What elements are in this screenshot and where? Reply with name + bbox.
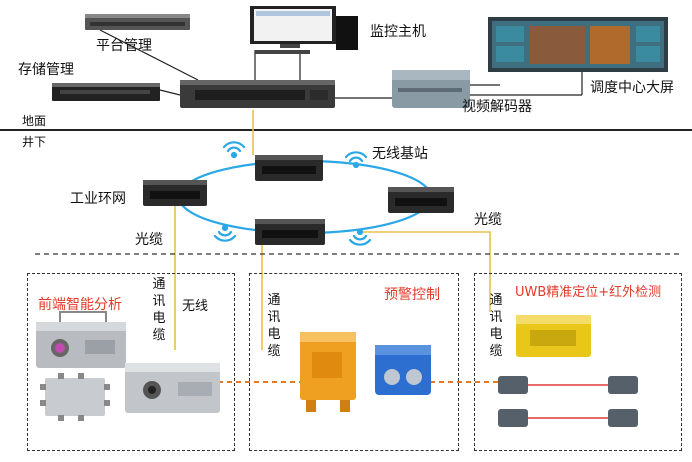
alarm-control-box: [249, 273, 459, 451]
video-decoder-icon: [392, 70, 470, 108]
platform-server-icon: [85, 14, 190, 30]
underground-label: 井下: [22, 135, 47, 149]
industrial-ring-label: 工业环网: [70, 191, 126, 207]
wifi-icon: [348, 228, 372, 246]
ring-switch-right-icon: [388, 187, 454, 213]
front-analysis-wireless-label: 无线: [181, 299, 208, 314]
video-wall-icon: [488, 17, 668, 72]
dispatch-screen-label: 调度中心大屏: [590, 80, 674, 96]
platform-mgmt-label: 平台管理: [96, 38, 152, 54]
uwb-base-icon: [516, 315, 591, 357]
wifi-icon: [213, 224, 237, 242]
wifi-icon: [222, 141, 246, 159]
uwb-title: UWB精准定位+红外检测: [515, 285, 662, 300]
front-analysis-cable-label: 通讯电缆: [152, 277, 166, 343]
fiber-label-left: 光缆: [135, 232, 163, 248]
uwb-box: [474, 273, 682, 451]
analysis-camera-small-icon: [125, 363, 220, 413]
wireless-bs-label: 无线基站: [372, 146, 428, 162]
alarm-control-cable-label: 通讯电缆: [267, 293, 281, 359]
junction-box-icon: [40, 373, 110, 421]
front-analysis-title: 前端智能分析: [38, 297, 122, 313]
alarm-cabinet-icon: [300, 332, 356, 412]
storage-mgmt-label: 存储管理: [18, 62, 74, 78]
fiber-label-right: 光缆: [474, 212, 502, 228]
ring-switch-bottom-icon: [255, 219, 325, 245]
ring-switch-top-icon: [255, 155, 323, 181]
core-switch-icon: [180, 80, 335, 108]
ring-switch-left-icon: [143, 180, 207, 206]
alarm-control-title: 预警控制: [384, 287, 440, 303]
monitor-host-label: 监控主机: [370, 24, 426, 40]
video-decoder-label: 视频解码器: [462, 99, 532, 115]
analysis-camera-large-icon: [36, 311, 126, 368]
uwb-cable-label: 通讯电缆: [489, 293, 503, 359]
monitor-host-icon: [250, 6, 358, 54]
alarm-speaker-icon: [375, 345, 431, 395]
ir-sensor-icon: [498, 376, 638, 427]
front-analysis-box: [27, 273, 235, 451]
wifi-icon: [344, 151, 368, 169]
ground-label: 地面: [22, 114, 47, 128]
storage-server-icon: [52, 83, 160, 101]
